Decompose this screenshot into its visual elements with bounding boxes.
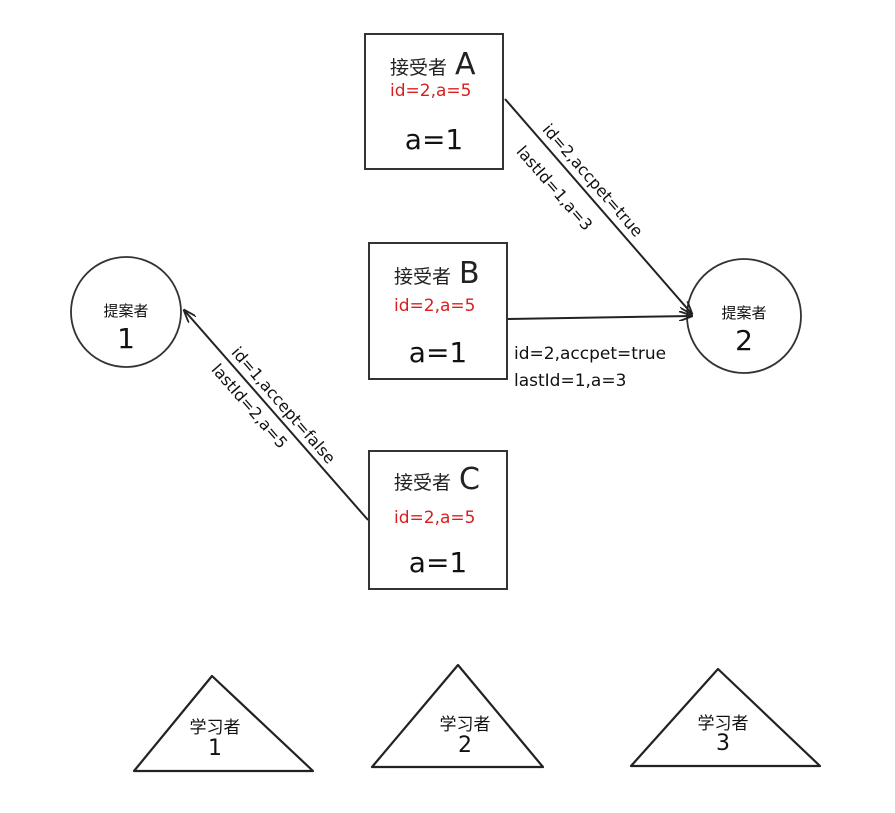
acceptor-b-value: a=1 [408,336,468,369]
msg-b-line2: lastId=1,a=3 [514,371,627,391]
acceptor-b-proposal: id=2,a=5 [394,296,476,316]
acceptor-b-role-text: 接受者 [394,266,452,288]
learner-2-triangle [370,663,545,769]
acceptor-a-value: a=1 [404,123,464,156]
proposer-1-circle [70,256,182,368]
acceptor-a-role: 接受者 A [390,47,476,82]
proposer-1-role: 提案者 [103,302,149,320]
learner-1-role: 学习者 [189,718,241,738]
msg-b-line1: id=2,accpet=true [514,344,667,364]
arrow-b-to-proposer-2 [507,316,692,319]
acceptor-a-role-text: 接受者 [390,57,448,79]
acceptor-a-box: 接受者 A id=2,a=5 a=1 [364,33,504,170]
acceptor-c-role-text: 接受者 [394,472,452,494]
learner-2-role: 学习者 [439,715,491,735]
acceptor-b-role: 接受者 B [394,256,480,291]
learner-3-triangle [629,667,822,768]
acceptor-c-value: a=1 [408,546,468,579]
acceptor-b-letter: B [459,256,480,291]
proposer-1-number: 1 [117,322,135,355]
acceptor-c-role: 接受者 C [394,462,480,497]
acceptor-a-letter: A [455,47,476,82]
acceptor-c-box: 接受者 C id=2,a=5 a=1 [368,450,508,590]
acceptor-c-letter: C [459,462,480,497]
learner-1-number: 1 [208,736,222,761]
arrow-a-to-proposer-2 [504,98,692,314]
learner-3-number: 3 [716,731,730,756]
learner-1-triangle [132,674,315,773]
acceptor-b-box: 接受者 B id=2,a=5 a=1 [368,242,508,380]
acceptor-c-proposal: id=2,a=5 [394,508,476,528]
proposer-2-number: 2 [735,324,753,357]
learner-2-number: 2 [458,733,472,758]
proposer-2-role: 提案者 [721,304,767,322]
learner-3-role: 学习者 [697,714,749,734]
acceptor-a-proposal: id=2,a=5 [390,81,472,101]
arrow-c-to-proposer-1 [184,310,369,521]
